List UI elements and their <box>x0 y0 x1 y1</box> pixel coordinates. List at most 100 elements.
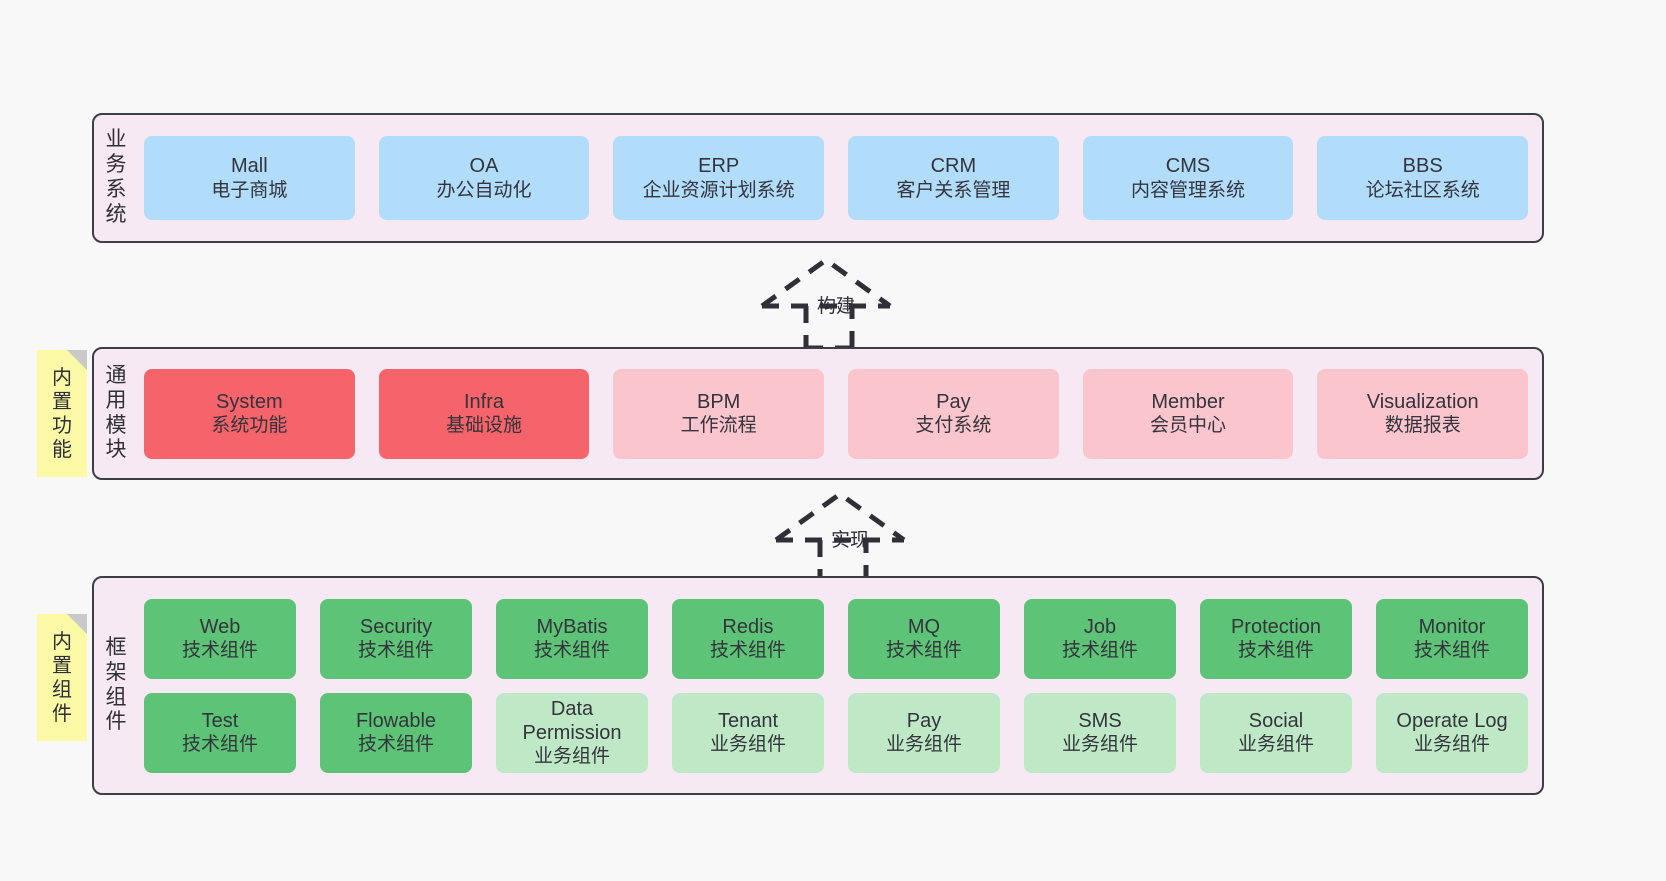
note-builtin-function: 内 置 功 能 <box>37 350 87 477</box>
node-en-label: Member <box>1151 390 1225 413</box>
implement-arrow: 实现 <box>774 490 924 585</box>
layer-title-char: 通 <box>105 363 127 387</box>
node-cn-label: 系统功能 <box>211 415 288 437</box>
implement-arrow-label: 实现 <box>831 530 870 551</box>
node-en-label: BBS <box>1402 155 1443 178</box>
layer-title-char: 统 <box>105 202 127 226</box>
node-visualization[interactable]: Visualization 数据报表 <box>1317 368 1529 459</box>
node-pay-module[interactable]: Pay 支付系统 <box>848 368 1059 459</box>
node-en-label: System <box>215 390 283 413</box>
node-en-label: MQ <box>907 615 941 638</box>
layer-title-char: 块 <box>105 438 127 462</box>
layer-title-char: 架 <box>105 660 127 684</box>
note-builtin-component: 内 置 组 件 <box>37 614 87 741</box>
node-cn-label: 业务组件 <box>1413 734 1490 756</box>
node-cn-label: 技术组件 <box>357 640 434 662</box>
node-bpm[interactable]: BPM 工作流程 <box>613 368 825 459</box>
node-pay-component[interactable]: Pay 业务组件 <box>848 692 1000 773</box>
node-cn-label: 会员中心 <box>1150 415 1227 437</box>
node-test[interactable]: Test 技术组件 <box>144 692 296 773</box>
node-job[interactable]: Job 技术组件 <box>1024 598 1176 679</box>
node-operate-log[interactable]: Operate Log 业务组件 <box>1376 692 1528 773</box>
note-char: 件 <box>52 702 72 725</box>
node-en-label: ERP <box>698 155 740 178</box>
layer-body-business-systems: Mall 电子商城 OA 办公自动化 ERP 企业资源计划系统 CRM 客户关系… <box>138 115 1542 241</box>
node-cn-label: 技术组件 <box>709 640 786 662</box>
build-arrow: 构建 <box>760 256 910 351</box>
node-cms[interactable]: CMS 内容管理系统 <box>1082 136 1294 220</box>
node-erp[interactable]: ERP 企业资源计划系统 <box>613 136 825 220</box>
node-en-label: CMS <box>1165 155 1211 178</box>
node-bbs[interactable]: BBS 论坛社区系统 <box>1317 136 1529 220</box>
node-cn-label: 企业资源计划系统 <box>642 179 795 201</box>
node-mall[interactable]: Mall 电子商城 <box>144 136 355 220</box>
node-en-label: Redis <box>722 615 774 638</box>
note-char: 能 <box>52 438 72 461</box>
node-en-label: Operate Log <box>1396 709 1508 732</box>
node-web[interactable]: Web 技术组件 <box>144 598 296 679</box>
node-oa[interactable]: OA 办公自动化 <box>378 136 590 220</box>
row-business-systems: Mall 电子商城 OA 办公自动化 ERP 企业资源计划系统 CRM 客户关系… <box>144 136 1529 220</box>
layer-business-systems: 业 务 系 统 Mall 电子商城 OA 办公自动化 ERP 企业资源计划系统 <box>92 113 1544 243</box>
node-en-label: CRM <box>930 155 977 178</box>
node-member[interactable]: Member 会员中心 <box>1082 368 1294 459</box>
note-char: 组 <box>52 678 72 701</box>
node-protection[interactable]: Protection 技术组件 <box>1200 598 1352 679</box>
note-char: 置 <box>52 654 72 677</box>
node-cn-label: 技术组件 <box>1061 640 1138 662</box>
node-cn-label: 技术组件 <box>1237 640 1314 662</box>
node-cn-label: 技术组件 <box>181 734 258 756</box>
node-cn-label: 工作流程 <box>680 415 757 437</box>
node-cn-label: 业务组件 <box>709 734 786 756</box>
node-cn-label: 数据报表 <box>1384 415 1461 437</box>
node-en-label: MyBatis <box>536 615 608 638</box>
node-cn-label: 客户关系管理 <box>896 179 1011 201</box>
node-cn-label: 业务组件 <box>1061 734 1138 756</box>
node-tenant[interactable]: Tenant 业务组件 <box>672 692 824 773</box>
node-cn-label: 支付系统 <box>915 415 992 437</box>
node-en-label: Pay <box>936 390 971 413</box>
node-social[interactable]: Social 业务组件 <box>1200 692 1352 773</box>
row-tech-components: Web 技术组件 Security 技术组件 MyBatis 技术组件 Redi… <box>144 598 1528 679</box>
node-mybatis[interactable]: MyBatis 技术组件 <box>496 598 648 679</box>
layer-title-business-systems: 业 务 系 统 <box>94 115 138 241</box>
node-crm[interactable]: CRM 客户关系管理 <box>848 136 1059 220</box>
node-en-label: Visualization <box>1366 390 1479 413</box>
row-business-components: Test 技术组件 Flowable 技术组件 Data Permission … <box>144 692 1528 773</box>
layer-body-common-modules: System 系统功能 Infra 基础设施 BPM 工作流程 Pay 支付系统… <box>138 349 1542 478</box>
node-cn-label: 技术组件 <box>533 640 610 662</box>
node-data-permission[interactable]: Data Permission 业务组件 <box>496 692 648 773</box>
node-cn-label: 基础设施 <box>446 415 523 437</box>
node-flowable[interactable]: Flowable 技术组件 <box>320 692 472 773</box>
node-mq[interactable]: MQ 技术组件 <box>848 598 1000 679</box>
node-sms[interactable]: SMS 业务组件 <box>1024 692 1176 773</box>
layer-title-char: 框 <box>105 635 127 659</box>
node-monitor[interactable]: Monitor 技术组件 <box>1376 598 1528 679</box>
note-char: 置 <box>52 390 72 413</box>
build-arrow-label: 构建 <box>817 296 856 317</box>
node-en-label: Test <box>201 709 239 732</box>
node-cn-label: 论坛社区系统 <box>1365 179 1480 201</box>
node-infra[interactable]: Infra 基础设施 <box>378 368 590 459</box>
node-en-label: Mall <box>231 155 268 178</box>
node-cn-label: 内容管理系统 <box>1131 179 1246 201</box>
node-redis[interactable]: Redis 技术组件 <box>672 598 824 679</box>
layer-title-char: 系 <box>105 178 127 201</box>
note-fold-corner-icon <box>67 614 87 634</box>
node-cn-label: 业务组件 <box>1237 734 1314 756</box>
node-en-label: Monitor <box>1418 615 1486 638</box>
layer-title-common-modules: 通 用 模 块 <box>94 349 138 478</box>
note-char: 功 <box>52 414 72 437</box>
node-en-label: Security <box>359 615 433 638</box>
layer-common-modules: 通 用 模 块 System 系统功能 Infra 基础设施 BPM 工作流程 <box>92 347 1544 480</box>
layer-title-char: 件 <box>105 710 127 734</box>
node-cn-label: 业务组件 <box>885 734 962 756</box>
node-en-label: Tenant <box>717 709 779 732</box>
node-security[interactable]: Security 技术组件 <box>320 598 472 679</box>
node-en-label: Data Permission <box>522 697 622 744</box>
note-fold-corner-icon <box>67 350 87 370</box>
node-system[interactable]: System 系统功能 <box>144 368 355 459</box>
node-en-label: Web <box>199 615 241 638</box>
layer-title-char: 用 <box>105 388 127 412</box>
